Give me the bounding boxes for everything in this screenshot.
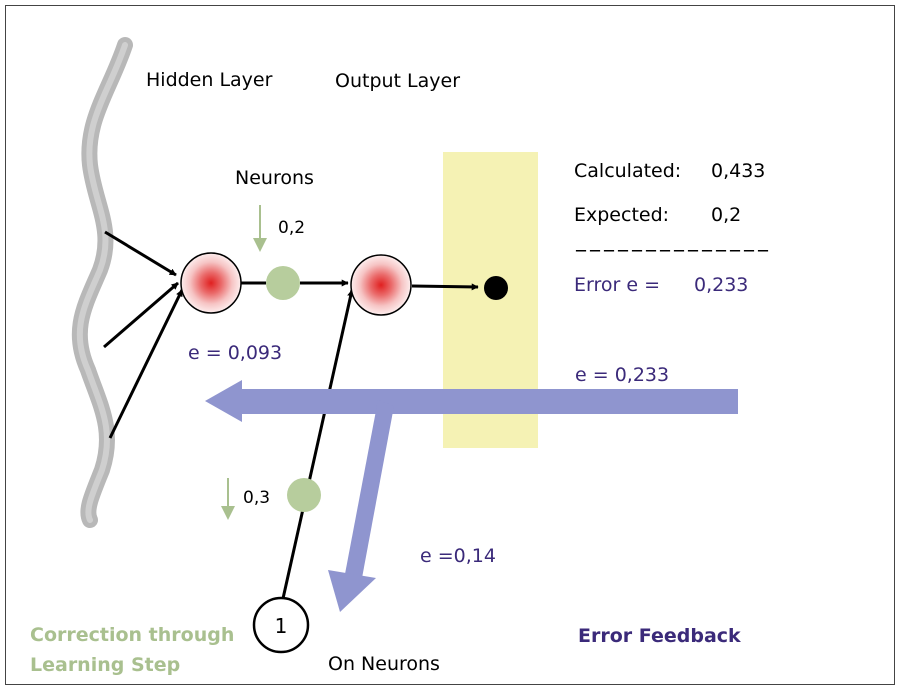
bias-error-label: e =0,14 [420,545,496,567]
expected-label: Expected: [574,204,669,226]
weight-correction-arrow-bottom [221,478,235,520]
weight-node-bottom [287,478,321,512]
bias-feedback-arrow [328,400,394,612]
on-neurons-label: On Neurons [328,653,440,675]
hidden-neuron [180,252,242,314]
hidden-layer-label: Hidden Layer [146,69,273,91]
hidden-error-label: e = 0,093 [188,342,282,364]
calculated-label: Calculated: [574,160,681,182]
output-layer-label: Output Layer [335,70,460,92]
output-to-result-arrow [411,283,479,291]
weight-node-top [266,266,300,300]
expected-value: 0,2 [711,204,741,226]
correction-label-line2: Learning Step [30,654,180,676]
error-feedback-label: Error Feedback [578,625,741,647]
input-arrow-1 [104,230,177,277]
error-feedback-arrow [205,380,738,422]
output-error-label: e = 0,233 [575,364,669,386]
output-result-dot [484,276,508,300]
result-separator: -------------- [574,239,770,261]
error-value: 0,233 [694,274,748,296]
correction-label-line1: Correction through [30,624,234,646]
error-label: Error e = [574,274,660,296]
weight-correction-arrow-top [253,205,267,252]
neurons-label: Neurons [235,167,314,189]
bias-to-output-arrow [280,289,355,604]
output-neuron [350,254,412,316]
weight-bottom-value: 0,3 [243,488,270,508]
bias-node [252,596,310,654]
bias-node-value: 1 [275,614,288,638]
input-arrow-3 [108,289,184,439]
calculated-value: 0,433 [711,160,765,182]
weight-top-value: 0,2 [278,218,305,238]
input-arrow-2 [103,281,179,349]
hidden-layer-squiggle [71,37,133,528]
